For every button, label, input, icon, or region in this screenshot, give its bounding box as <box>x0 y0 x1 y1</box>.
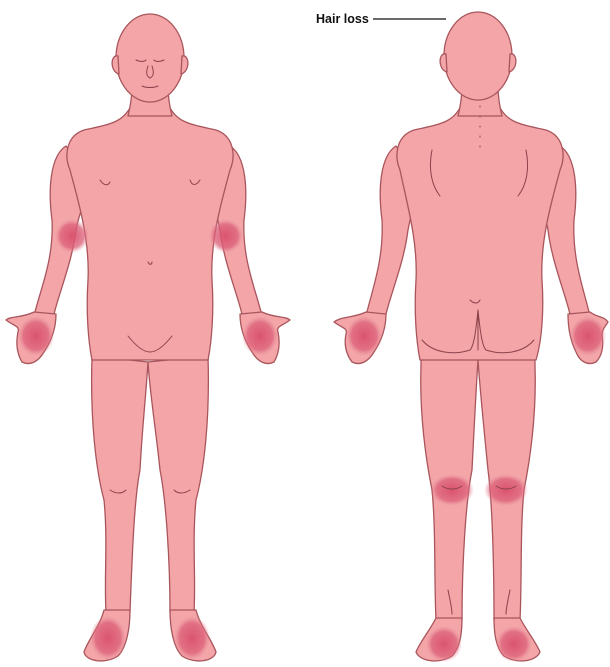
front-torso <box>67 104 233 360</box>
lesion-back-left-palm <box>570 316 606 356</box>
front-right-ear <box>112 56 119 74</box>
front-right-leg <box>92 356 148 618</box>
lesion-right-foot <box>90 616 126 660</box>
lesion-right-elbow <box>55 219 89 253</box>
hair-loss-label: Hair loss <box>316 12 369 26</box>
lesion-back-right-foot <box>426 626 462 662</box>
hair-loss-annotation: Hair loss <box>316 12 446 26</box>
lesion-right-palm <box>18 316 54 356</box>
back-right-ear <box>440 54 447 72</box>
front-left-ear <box>181 56 188 74</box>
back-torso <box>397 104 563 360</box>
lesion-left-palm <box>242 316 278 356</box>
lesion-back-left-foot <box>496 626 532 662</box>
back-head <box>444 12 512 100</box>
lesion-back-left-knee <box>484 474 528 506</box>
front-head <box>116 14 184 102</box>
front-left-leg <box>148 356 208 618</box>
lesion-back-right-knee <box>430 474 474 506</box>
lesion-left-foot <box>174 616 210 660</box>
back-left-ear <box>509 54 516 72</box>
lesion-left-elbow <box>209 219 243 253</box>
lesion-back-right-palm <box>346 316 382 356</box>
